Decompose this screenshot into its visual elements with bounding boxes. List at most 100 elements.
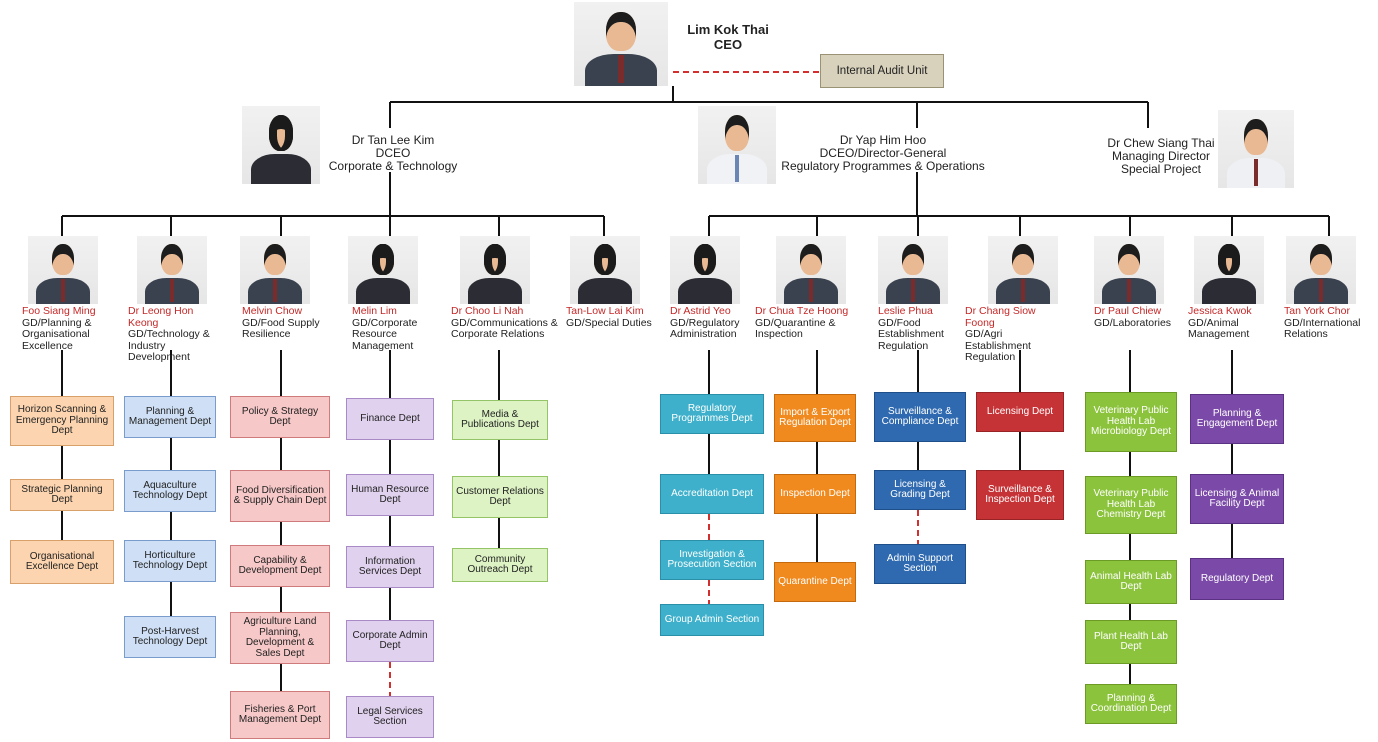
- group-head-name: Dr Leong Hon Keong: [128, 305, 194, 329]
- dept-box[interactable]: Import & Export Regulation Dept: [774, 394, 856, 442]
- group-head-photo: [28, 236, 98, 304]
- exec-name: Dr Tan Lee Kim: [351, 133, 435, 147]
- group-head-role: GD/Regulatory Administration: [670, 316, 740, 340]
- group-head-name: Dr Astrid Yeo: [670, 305, 731, 317]
- dept-box[interactable]: Planning & Coordination Dept: [1085, 684, 1177, 724]
- group-head-photo: [1194, 236, 1264, 304]
- dept-box[interactable]: Legal Services Section: [346, 696, 434, 738]
- dept-box[interactable]: Animal Health Lab Dept: [1085, 560, 1177, 604]
- dept-box[interactable]: Group Admin Section: [660, 604, 764, 636]
- group-head-role: GD/Laboratories: [1094, 316, 1172, 329]
- group-head-name: Melvin Chow: [242, 305, 303, 317]
- group-head-photo: [670, 236, 740, 304]
- group-head-name: Melin Lim: [352, 305, 397, 317]
- dept-box[interactable]: Accreditation Dept: [660, 474, 764, 514]
- exec-label-regulatory: Dr Yap Him Hoo DCEO/Director-General Reg…: [770, 134, 996, 173]
- dept-box[interactable]: Regulatory Programmes Dept: [660, 394, 764, 434]
- group-head-name: Foo Siang Ming: [22, 305, 96, 317]
- dept-box[interactable]: Finance Dept: [346, 398, 434, 440]
- exec-label-corporate: Dr Tan Lee Kim DCEO Corporate & Technolo…: [318, 134, 468, 173]
- dept-box[interactable]: Plant Health Lab Dept: [1085, 620, 1177, 664]
- group-head-photo: [1286, 236, 1356, 304]
- dept-box[interactable]: Post-Harvest Technology Dept: [124, 616, 216, 658]
- dept-box[interactable]: Inspection Dept: [774, 474, 856, 514]
- exec-area: Regulatory Programmes & Operations: [781, 159, 985, 173]
- group-head-name: Jessica Kwok: [1188, 305, 1252, 317]
- group-head-photo: [988, 236, 1058, 304]
- group-head-role: GD/Corporate Resource Management: [352, 316, 418, 352]
- dept-box[interactable]: Customer Relations Dept: [452, 476, 548, 518]
- exec-area: Corporate & Technology: [328, 159, 458, 173]
- group-head-role: GD/Communications & Corporate Relations: [451, 316, 558, 340]
- exec-title: DCEO: [375, 146, 411, 160]
- dept-box[interactable]: Food Diversification & Supply Chain Dept: [230, 470, 330, 522]
- exec-photo-regulatory: [698, 106, 776, 184]
- dept-box[interactable]: Horticulture Technology Dept: [124, 540, 216, 582]
- dept-box[interactable]: Agriculture Land Planning, Development &…: [230, 612, 330, 664]
- dept-box[interactable]: Information Services Dept: [346, 546, 434, 588]
- group-head-photo: [348, 236, 418, 304]
- group-head-photo: [137, 236, 207, 304]
- dept-box[interactable]: Organisational Excellence Dept: [10, 540, 114, 584]
- dept-box[interactable]: Corporate Admin Dept: [346, 620, 434, 662]
- dept-box[interactable]: Capability & Development Dept: [230, 545, 330, 587]
- exec-name: Dr Yap Him Hoo: [839, 133, 927, 147]
- group-head-name: Tan-Low Lai Kim: [566, 305, 644, 317]
- dept-box[interactable]: Community Outreach Dept: [452, 548, 548, 582]
- dept-box[interactable]: Admin Support Section: [874, 544, 966, 584]
- dept-box[interactable]: Licensing Dept: [976, 392, 1064, 432]
- group-head-name: Dr Chang Siow Foong: [965, 305, 1036, 329]
- group-head-role: GD/Food Establishment Regulation: [878, 316, 944, 352]
- group-head-role: GD/Agri Establishment Regulation: [965, 328, 1031, 363]
- dept-box[interactable]: Surveillance & Inspection Dept: [976, 470, 1064, 520]
- dept-box[interactable]: Horizon Scanning & Emergency Planning De…: [10, 396, 114, 446]
- group-head-photo: [878, 236, 948, 304]
- dept-box[interactable]: Regulatory Dept: [1190, 558, 1284, 600]
- dept-box[interactable]: Veterinary Public Health Lab Chemistry D…: [1085, 476, 1177, 534]
- ceo-photo: [574, 2, 668, 86]
- ceo-title: CEO: [713, 37, 743, 52]
- dept-box[interactable]: Veterinary Public Health Lab Microbiolog…: [1085, 392, 1177, 452]
- group-head-role: GD/Food Supply Resilience: [242, 316, 320, 340]
- dept-box[interactable]: Licensing & Grading Dept: [874, 470, 966, 510]
- group-head-role: GD/Special Duties: [566, 316, 652, 329]
- exec-title: DCEO/Director-General: [819, 146, 947, 160]
- group-head-photo: [240, 236, 310, 304]
- dept-box[interactable]: Quarantine Dept: [774, 562, 856, 602]
- group-head-name: Leslie Phua: [878, 305, 933, 317]
- group-head-photo: [460, 236, 530, 304]
- group-head-name: Dr Chua Tze Hoong: [755, 305, 849, 317]
- exec-title: Managing Director: [1111, 149, 1211, 163]
- group-head-name: Dr Choo Li Nah: [451, 305, 524, 317]
- exec-area: Special Project: [1120, 162, 1202, 176]
- group-head-role: GD/Technology & Industry Development: [128, 328, 210, 363]
- internal-audit-unit[interactable]: Internal Audit Unit: [820, 54, 944, 88]
- group-head-role: GD/Quarantine & Inspection: [755, 316, 836, 340]
- dept-box[interactable]: Aquaculture Technology Dept: [124, 470, 216, 512]
- dept-box[interactable]: Surveillance & Compliance Dept: [874, 392, 966, 442]
- dept-box[interactable]: Strategic Planning Dept: [10, 479, 114, 511]
- dept-box[interactable]: Investigation & Prosecution Section: [660, 540, 764, 580]
- exec-photo-corporate: [242, 106, 320, 184]
- dept-box[interactable]: Media & Publications Dept: [452, 400, 548, 440]
- dept-box[interactable]: Licensing & Animal Facility Dept: [1190, 474, 1284, 524]
- group-head-role: GD/Planning & Organisational Excellence: [22, 316, 92, 352]
- exec-name: Dr Chew Siang Thai: [1107, 136, 1215, 150]
- dept-box[interactable]: Planning & Management Dept: [124, 396, 216, 438]
- dept-box[interactable]: Planning & Engagement Dept: [1190, 394, 1284, 444]
- dept-box[interactable]: Human Resource Dept: [346, 474, 434, 516]
- dept-box[interactable]: Fisheries & Port Management Dept: [230, 691, 330, 739]
- group-head-name: Tan York Chor: [1284, 305, 1350, 317]
- dept-box[interactable]: Policy & Strategy Dept: [230, 396, 330, 438]
